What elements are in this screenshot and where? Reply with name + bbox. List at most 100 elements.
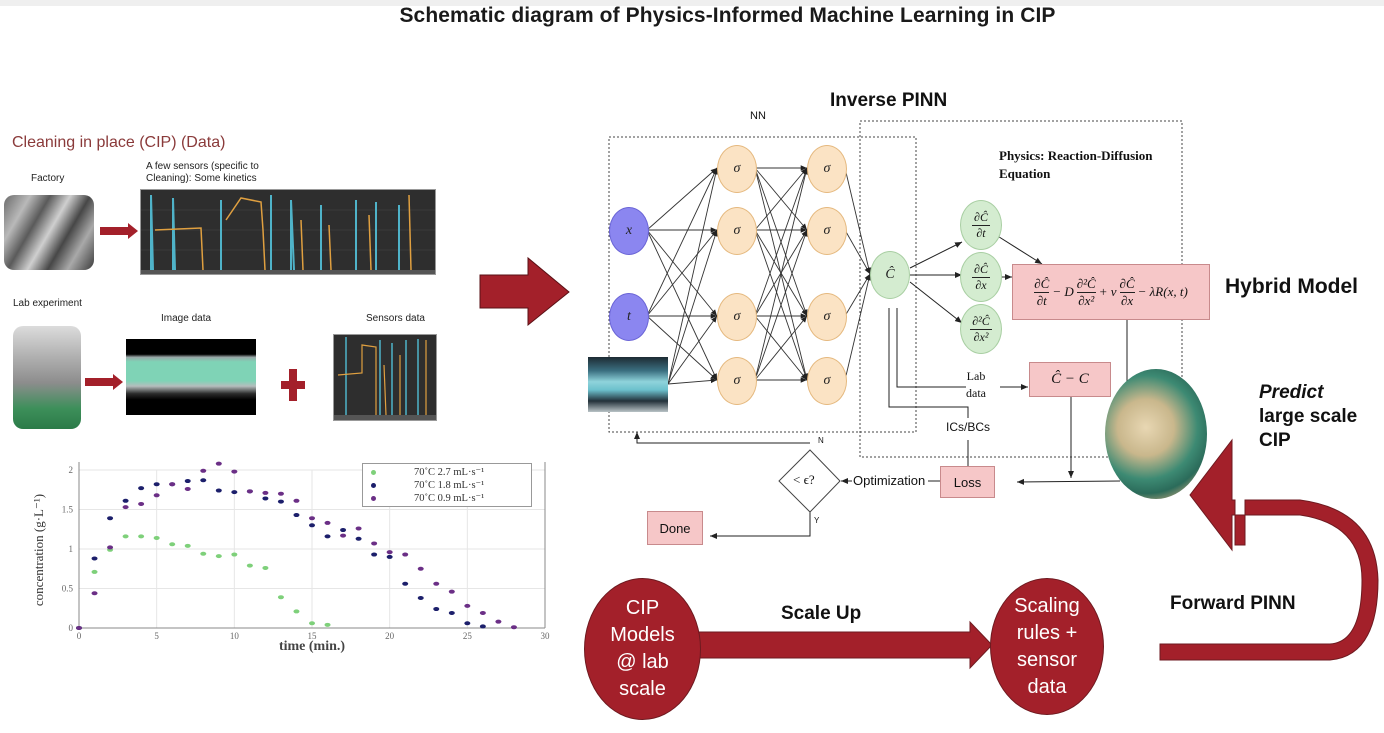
nn-edge xyxy=(667,229,718,385)
sensors-data-label: Sensors data xyxy=(366,313,425,324)
hidden-node-layer1: σ xyxy=(717,293,757,341)
data-point xyxy=(122,505,129,510)
loss-box: Loss xyxy=(940,466,995,498)
scaling-rules-line: Scaling xyxy=(1014,594,1080,617)
data-to-model-arrow-icon xyxy=(479,256,570,327)
nn-edge xyxy=(754,167,809,381)
image-data-label: Image data xyxy=(161,313,212,324)
legend-item: 70˚C 1.8 mL·s⁻¹ xyxy=(371,479,484,491)
hidden-node-layer2: σ xyxy=(807,293,847,341)
hidden-node-layer2-label: σ xyxy=(823,223,831,238)
data-point xyxy=(262,565,269,570)
data-point xyxy=(433,607,440,612)
hidden-node-layer1-label: σ xyxy=(733,161,741,176)
data-point xyxy=(184,543,191,548)
nn-edge xyxy=(844,273,872,381)
data-point xyxy=(479,624,486,629)
input-node-t-label: t xyxy=(627,309,631,324)
input-node-x: x xyxy=(609,207,649,255)
plus-icon xyxy=(281,369,305,401)
predict-label: Predict large scale CIP xyxy=(1259,381,1357,453)
x-tick-label: 30 xyxy=(541,631,551,641)
data-point xyxy=(464,621,471,626)
data-point xyxy=(231,490,238,495)
predict-label-line3: CIP xyxy=(1259,430,1291,451)
data-point xyxy=(107,545,114,550)
data-point xyxy=(417,595,424,600)
data-point xyxy=(231,469,238,474)
nn-edge xyxy=(754,167,809,381)
lab-data-label: Lab data xyxy=(966,368,986,402)
data-point xyxy=(200,468,207,473)
data-point xyxy=(293,609,300,614)
data-point xyxy=(215,488,222,493)
data-point xyxy=(122,534,129,539)
data-point xyxy=(355,526,362,531)
lab-data-label-line2: data xyxy=(966,386,986,400)
hidden-node-layer2-label: σ xyxy=(823,373,831,388)
nn-edge xyxy=(754,315,808,381)
data-point xyxy=(277,595,284,600)
residual-box: Ĉ − C xyxy=(1029,362,1111,397)
chart-ylabel: concentration (g·L⁻¹) xyxy=(31,494,46,606)
nn-edge xyxy=(754,167,808,317)
y-tick-label: 1.5 xyxy=(62,505,74,515)
data-point xyxy=(464,603,471,608)
factory-sensors-label: A few sensors (specific to Cleaning): So… xyxy=(146,161,259,185)
equation-term: ∂²Ĉ∂x² xyxy=(1076,276,1096,309)
legend-marker xyxy=(371,495,376,501)
nn-edge xyxy=(646,167,718,231)
x-tick-label: 25 xyxy=(463,631,473,641)
data-point xyxy=(340,533,347,538)
data-point xyxy=(200,551,207,556)
legend-label: 70˚C 2.7 mL·s⁻¹ xyxy=(414,467,485,478)
equation-operator: − D xyxy=(1052,284,1074,299)
x-tick-label: 5 xyxy=(154,631,159,641)
lab-models-line: Models xyxy=(610,624,675,646)
nn-edge xyxy=(844,273,871,317)
data-point xyxy=(324,622,331,627)
data-point xyxy=(371,552,378,557)
nn-edge xyxy=(667,377,718,385)
lab-sensors-plot xyxy=(333,334,437,421)
legend-label: 70˚C 1.8 mL·s⁻¹ xyxy=(414,480,485,491)
data-point xyxy=(262,496,269,501)
derivative-numerator: ∂Ĉ xyxy=(972,261,990,278)
derivative-denominator: ∂t xyxy=(976,225,986,240)
legend-label: 70˚C 0.9 mL·s⁻¹ xyxy=(414,493,485,504)
factory-sensors-label-line2: Cleaning): Some kinetics xyxy=(146,173,257,184)
nn-edge xyxy=(646,229,718,317)
equation-denominator: ∂x² xyxy=(1078,292,1095,308)
data-point xyxy=(200,478,207,483)
data-point xyxy=(138,501,145,506)
nn-edge xyxy=(754,229,808,317)
predict-label-line2: large scale xyxy=(1259,406,1358,427)
nn-edge xyxy=(646,167,718,317)
factory-photo xyxy=(4,195,94,270)
hidden-node-layer2-label: σ xyxy=(823,309,831,324)
data-point xyxy=(309,523,315,528)
inverse-pinn-title: Inverse PINN xyxy=(830,90,948,111)
hidden-node-layer2: σ xyxy=(807,357,847,405)
derivative-dt-node: ∂Ĉ ∂t xyxy=(960,200,1002,250)
data-point xyxy=(91,556,98,561)
optimization-label: Optimization xyxy=(853,473,926,488)
scale-up-arrow-icon xyxy=(680,620,993,670)
decision-no-label: N xyxy=(818,436,824,445)
scaling-rules-node: Scaling rules + sensor data xyxy=(990,578,1104,715)
data-point xyxy=(448,589,455,594)
y-tick-label: 0.5 xyxy=(62,584,74,594)
equation-operator: − λR(x, t) xyxy=(1137,284,1188,299)
data-point xyxy=(293,513,300,518)
scaling-rules-line: data xyxy=(1027,675,1067,698)
equation-operator: + v xyxy=(1098,284,1117,299)
equation-numerator: ∂Ĉ xyxy=(1119,275,1135,293)
y-tick-label: 1 xyxy=(69,544,74,554)
nn-edge xyxy=(754,315,808,381)
hidden-node-layer2-label: σ xyxy=(823,161,831,176)
y-tick-label: 0 xyxy=(69,623,74,633)
data-point xyxy=(324,520,331,525)
scale-up-label: Scale Up xyxy=(781,603,862,624)
